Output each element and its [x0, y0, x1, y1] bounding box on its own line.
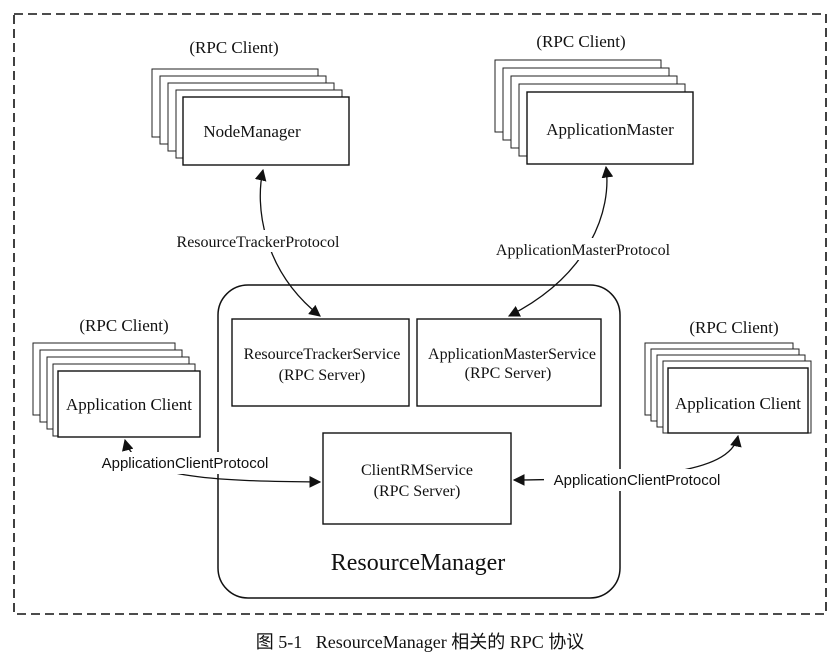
client-rm-service-name: ClientRMService — [361, 462, 473, 479]
app-client-left-label: Application Client — [66, 395, 192, 414]
client-rm-service-box — [322, 432, 512, 525]
application-master-rpc-client-tag: (RPC Client) — [536, 32, 625, 51]
app-client-right-stack — [644, 342, 812, 434]
application-master-service-box — [416, 318, 602, 407]
node-manager-rpc-client-tag: (RPC Client) — [189, 38, 278, 57]
outer-boundary — [13, 13, 827, 615]
app-client-right-rpc-client-tag: (RPC Client) — [689, 318, 778, 337]
resource-tracker-service-role: (RPC Server) — [279, 367, 366, 384]
application-client-protocol-right-label: ApplicationClientProtocol — [554, 472, 721, 489]
application-master-protocol-label: ApplicationMasterProtocol — [496, 242, 671, 259]
application-master-label: ApplicationMaster — [546, 120, 674, 139]
client-rm-service-role: (RPC Server) — [374, 483, 461, 500]
resource-manager-label: ResourceManager — [331, 550, 506, 576]
figure-caption: 图 5-1 ResourceManager 相关的 RPC 协议 — [255, 632, 585, 652]
resource-tracker-service-box — [231, 318, 410, 407]
resource-tracker-service-name: ResourceTrackerService — [244, 346, 401, 363]
app-client-left-rpc-client-tag: (RPC Client) — [79, 316, 168, 335]
application-master-service-name: ApplicationMasterService — [428, 346, 596, 363]
application-client-protocol-left-label: ApplicationClientProtocol — [102, 455, 269, 472]
app-client-right-label: Application Client — [675, 394, 801, 413]
node-manager-stack — [151, 68, 350, 166]
node-manager-label: NodeManager — [203, 122, 301, 141]
application-master-service-role: (RPC Server) — [465, 365, 552, 382]
application-master-stack — [494, 59, 694, 165]
resource-tracker-protocol-label: ResourceTrackerProtocol — [177, 234, 340, 251]
app-client-left-stack — [32, 342, 201, 438]
